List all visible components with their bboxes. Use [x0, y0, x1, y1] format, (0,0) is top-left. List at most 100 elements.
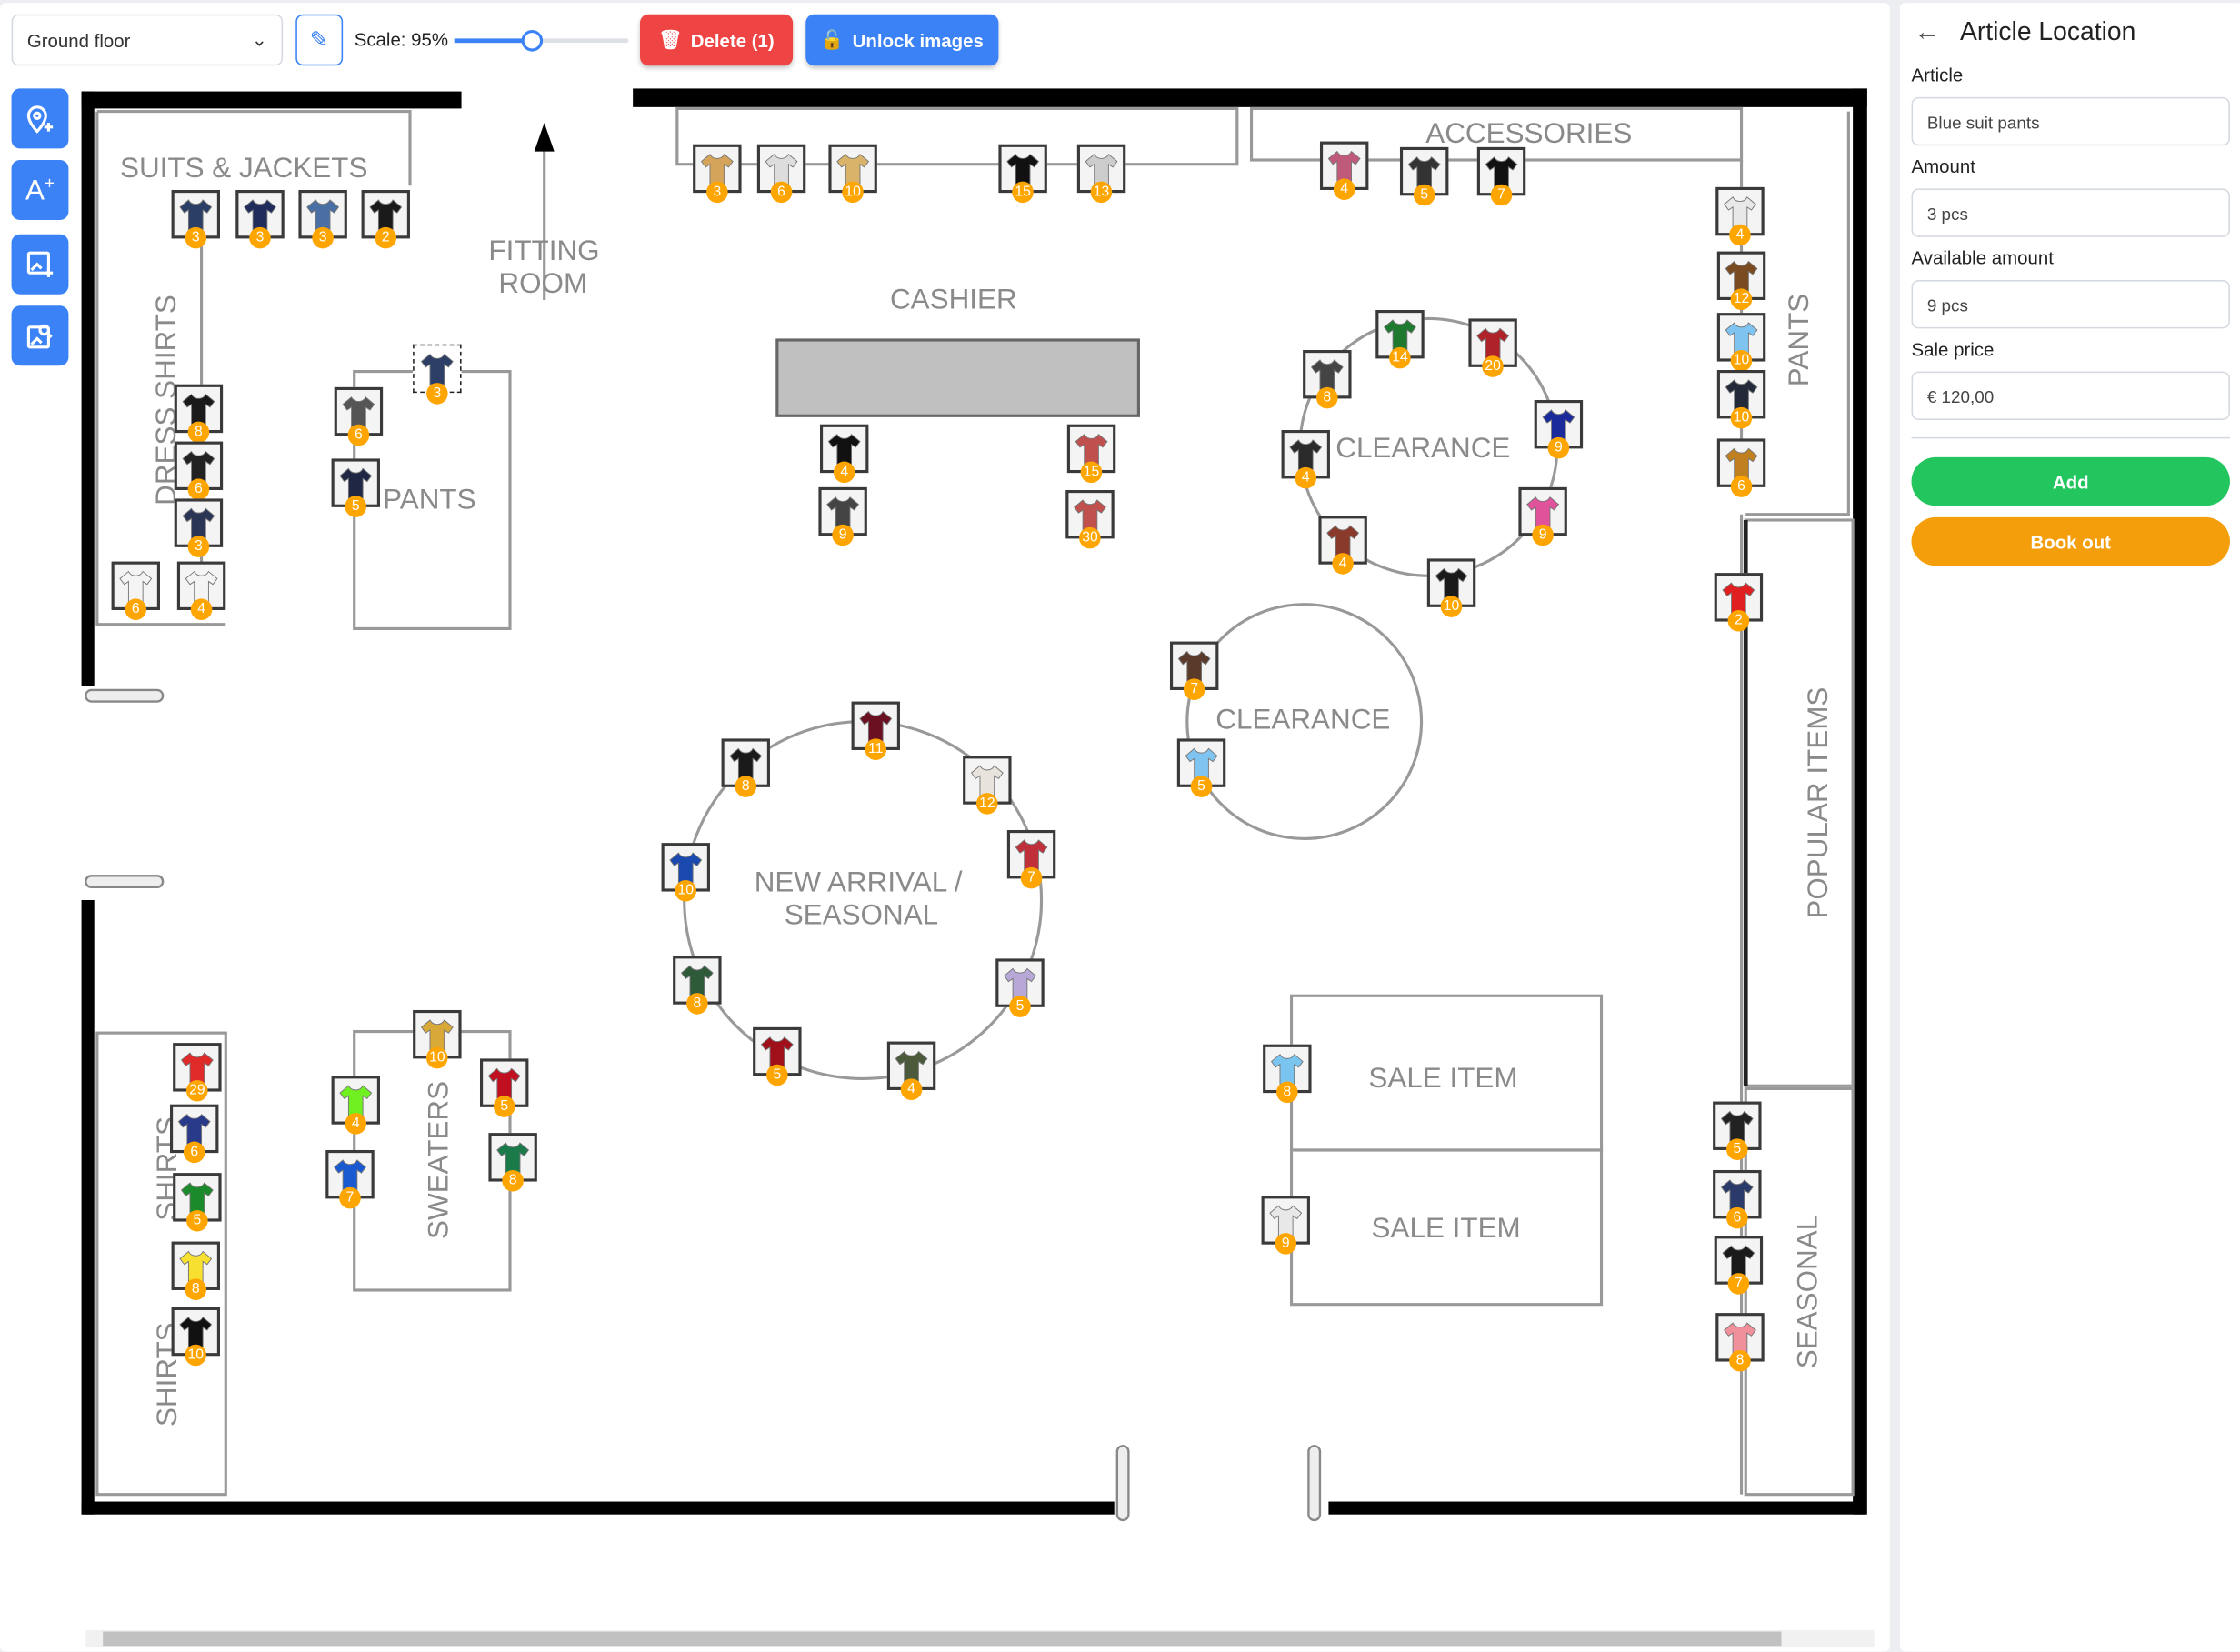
article-thumbnail[interactable]: 7 — [1006, 829, 1056, 889]
article-thumbnail[interactable]: 8 — [673, 956, 722, 1015]
article-thumbnail[interactable]: 13 — [1076, 144, 1126, 204]
article-thumbnail[interactable]: 6 — [756, 144, 806, 204]
article-thumbnail[interactable]: 3 — [171, 189, 220, 249]
article-thumbnail[interactable]: 5 — [1713, 1101, 1762, 1160]
zone-label-sweaters: SWEATERS — [423, 1080, 455, 1240]
article-thumbnail[interactable]: 5 — [331, 458, 380, 517]
article-thumbnail[interactable]: 8 — [1263, 1044, 1312, 1104]
zone-label-new-arrival: NEW ARRIVAL / — [754, 866, 963, 899]
article-thumbnail[interactable]: 5 — [753, 1026, 802, 1086]
amount-badge: 10 — [425, 1046, 448, 1069]
edit-button[interactable]: ✎ — [295, 14, 344, 66]
article-thumbnail[interactable]: 2 — [361, 189, 410, 249]
available-amount-field[interactable]: 9 pcs — [1911, 279, 2230, 329]
article-thumbnail[interactable]: 5 — [1399, 146, 1449, 206]
article-thumbnail[interactable]: 30 — [1065, 489, 1115, 549]
add-image-button[interactable] — [11, 234, 69, 295]
article-thumbnail[interactable]: 5 — [173, 1173, 222, 1232]
panel-title: Article Location — [1959, 16, 2136, 46]
article-thumbnail[interactable]: 10 — [1426, 558, 1476, 617]
amount-badge: 11 — [865, 738, 887, 760]
article-thumbnail[interactable]: 7 — [1169, 641, 1219, 700]
article-thumbnail[interactable]: 4 — [819, 424, 869, 484]
article-thumbnail[interactable]: 4 — [176, 561, 226, 620]
article-thumbnail[interactable]: 2 — [1714, 573, 1764, 632]
add-text-icon: A+ — [25, 172, 55, 206]
article-location-panel — [1899, 3, 2240, 1652]
article-thumbnail[interactable]: 3 — [235, 189, 285, 249]
article-thumbnail[interactable]: 29 — [173, 1043, 222, 1102]
article-thumbnail[interactable]: 8 — [488, 1133, 537, 1192]
article-thumbnail[interactable]: 6 — [169, 1104, 219, 1164]
scale-slider-handle[interactable] — [521, 29, 544, 52]
article-thumbnail[interactable]: 12 — [963, 756, 1012, 815]
article-thumbnail[interactable]: 9 — [1518, 486, 1567, 546]
zone-label-accessories: ACCESSORIES — [1425, 118, 1633, 150]
article-thumbnail[interactable]: 3 — [693, 144, 742, 204]
article-thumbnail[interactable]: 4 — [1281, 429, 1330, 489]
article-thumbnail[interactable]: 8 — [721, 738, 770, 797]
article-thumbnail[interactable]: 10 — [1716, 369, 1766, 429]
amount-badge: 6 — [770, 181, 793, 204]
back-arrow-icon[interactable]: ← — [1914, 16, 1940, 46]
article-thumbnail[interactable]: 9 — [1261, 1196, 1310, 1255]
article-thumbnail[interactable]: 4 — [1319, 141, 1369, 200]
search-image-button[interactable] — [11, 305, 69, 366]
article-field[interactable]: Blue suit pants — [1911, 96, 2230, 146]
floor-plan-canvas[interactable] — [0, 3, 1890, 1652]
article-thumbnail[interactable]: 10 — [171, 1307, 220, 1367]
article-thumbnail[interactable]: 8 — [171, 1241, 220, 1300]
article-thumbnail[interactable]: 15 — [998, 144, 1047, 204]
article-thumbnail[interactable]: 7 — [1476, 146, 1526, 206]
scrollbar-thumb[interactable] — [103, 1631, 1782, 1647]
amount-badge: 6 — [125, 598, 147, 620]
article-thumbnail[interactable]: 4 — [1715, 186, 1765, 246]
amount-badge: 7 — [1490, 184, 1513, 206]
article-thumbnail[interactable]: 7 — [325, 1149, 375, 1209]
unlock-images-button[interactable]: 🔓Unlock images — [805, 14, 999, 66]
article-thumbnail[interactable]: 5 — [479, 1058, 529, 1117]
article-thumbnail[interactable]: 10 — [828, 144, 877, 204]
article-thumbnail[interactable]: 5 — [1176, 738, 1226, 797]
article-thumbnail[interactable]: 11 — [851, 701, 900, 760]
article-thumbnail[interactable]: 10 — [661, 843, 710, 902]
article-thumbnail[interactable]: 10 — [1716, 313, 1766, 372]
article-thumbnail[interactable]: 7 — [1714, 1236, 1764, 1295]
amount-badge: 10 — [1730, 349, 1753, 372]
add-button[interactable]: Add — [1911, 456, 2230, 506]
article-thumbnail[interactable]: 10 — [413, 1009, 462, 1069]
article-thumbnail[interactable]: 8 — [1303, 349, 1352, 409]
article-thumbnail[interactable]: 3 — [298, 189, 347, 249]
scale-label: Scale: 95% — [354, 28, 449, 50]
sale-price-field[interactable]: € 120,00 — [1911, 371, 2230, 420]
amount-badge: 8 — [502, 1169, 524, 1192]
article-thumbnail[interactable]: 6 — [174, 441, 224, 500]
amount-badge: 2 — [1727, 609, 1750, 632]
article-thumbnail[interactable]: 4 — [886, 1041, 936, 1100]
article-thumbnail[interactable]: 6 — [111, 561, 160, 620]
article-thumbnail[interactable]: 4 — [331, 1076, 380, 1135]
article-thumbnail[interactable]: 3 — [174, 498, 224, 557]
article-thumbnail[interactable]: 20 — [1468, 318, 1517, 377]
article-thumbnail[interactable]: 9 — [1534, 399, 1584, 459]
article-thumbnail[interactable]: 4 — [1318, 516, 1367, 575]
article-thumbnail[interactable]: 14 — [1375, 309, 1425, 369]
article-thumbnail[interactable]: 6 — [334, 386, 384, 446]
amount-field[interactable]: 3 pcs — [1911, 188, 2230, 237]
article-thumbnail[interactable]: 15 — [1066, 424, 1116, 484]
article-thumbnail[interactable]: 6 — [1716, 438, 1766, 497]
delete-button[interactable]: 🗑Delete (1) — [639, 14, 794, 66]
book-out-button[interactable]: Book out — [1911, 516, 2230, 566]
article-thumbnail[interactable]: 6 — [1713, 1169, 1762, 1229]
amount-badge: 12 — [975, 793, 998, 815]
add-text-button[interactable]: A+ — [11, 159, 69, 220]
floor-select[interactable]: Ground floor⌄ — [11, 14, 284, 66]
amount-badge: 8 — [1276, 1081, 1298, 1104]
article-thumbnail[interactable]: 5 — [995, 958, 1045, 1017]
article-thumbnail[interactable]: 8 — [174, 384, 224, 444]
article-thumbnail[interactable]: 8 — [1715, 1313, 1765, 1372]
add-location-button[interactable] — [11, 88, 69, 149]
article-thumbnail[interactable]: 9 — [818, 486, 867, 546]
article-thumbnail[interactable]: 3 — [413, 344, 462, 405]
article-thumbnail[interactable]: 12 — [1716, 251, 1766, 310]
